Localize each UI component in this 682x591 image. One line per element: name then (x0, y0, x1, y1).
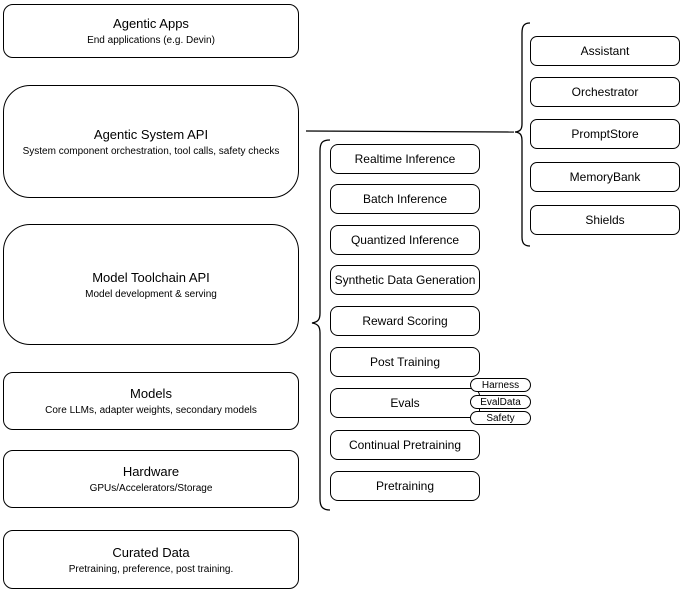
box-label: Orchestrator (571, 85, 639, 99)
system-group-brace (514, 22, 531, 247)
box-subtitle: End applications (e.g. Devin) (87, 35, 215, 46)
box-subtitle: Model development & serving (85, 288, 217, 300)
pill-label: Harness (481, 379, 520, 391)
box-subtitle: GPUs/Accelerators/Storage (89, 483, 213, 494)
box-batch-inference: Batch Inference (330, 184, 480, 214)
box-label: Batch Inference (362, 192, 448, 206)
box-label: Synthetic Data Generation (334, 273, 476, 287)
box-label: MemoryBank (569, 170, 641, 184)
box-label: Post Training (369, 355, 441, 369)
pill-evaldata: EvalData (470, 395, 531, 409)
box-continual-pretraining: Continual Pretraining (330, 430, 480, 460)
box-quantized-inference: Quantized Inference (330, 225, 480, 255)
box-orchestrator: Orchestrator (530, 77, 680, 107)
box-models: Models Core LLMs, adapter weights, secon… (3, 372, 299, 430)
box-title: Agentic System API (93, 126, 209, 142)
box-title: Model Toolchain API (92, 269, 210, 285)
box-label: Reward Scoring (362, 314, 448, 328)
box-title: Models (130, 386, 172, 401)
box-title: Agentic Apps (113, 16, 189, 31)
box-pretraining: Pretraining (330, 471, 480, 501)
toolchain-group-brace (311, 139, 331, 511)
box-model-toolchain-api: Model Toolchain API Model development & … (3, 224, 299, 345)
box-agentic-system-api: Agentic System API System component orch… (3, 85, 299, 198)
box-label: PromptStore (571, 127, 639, 141)
box-shields: Shields (530, 205, 680, 235)
box-title: Curated Data (112, 544, 190, 560)
box-synthetic-data-generation: Synthetic Data Generation (330, 265, 480, 295)
box-subtitle: Core LLMs, adapter weights, secondary mo… (45, 405, 257, 416)
box-reward-scoring: Reward Scoring (330, 306, 480, 336)
box-post-training: Post Training (330, 347, 480, 377)
box-label: Shields (585, 213, 625, 227)
box-assistant: Assistant (530, 36, 680, 66)
box-curated-data: Curated Data Pretraining, preference, po… (3, 530, 299, 589)
box-hardware: Hardware GPUs/Accelerators/Storage (3, 450, 299, 508)
box-promptstore: PromptStore (530, 119, 680, 149)
box-subtitle: Pretraining, preference, post training. (68, 563, 234, 575)
box-label: Realtime Inference (354, 152, 456, 166)
box-evals: Evals (330, 388, 480, 418)
pill-label: EvalData (480, 396, 521, 408)
box-subtitle: System component orchestration, tool cal… (22, 145, 280, 157)
pill-label: Safety (486, 412, 515, 424)
pill-harness: Harness (470, 378, 531, 392)
box-label: Pretraining (375, 479, 435, 493)
box-label: Continual Pretraining (348, 438, 462, 452)
api-connector-line (305, 130, 515, 133)
box-agentic-apps: Agentic Apps End applications (e.g. Devi… (3, 4, 299, 58)
box-label: Evals (390, 396, 420, 410)
box-realtime-inference: Realtime Inference (330, 144, 480, 174)
box-title: Hardware (122, 464, 180, 479)
box-memorybank: MemoryBank (530, 162, 680, 192)
box-label: Assistant (580, 44, 630, 58)
box-label: Quantized Inference (350, 233, 460, 247)
pill-safety: Safety (470, 411, 531, 425)
